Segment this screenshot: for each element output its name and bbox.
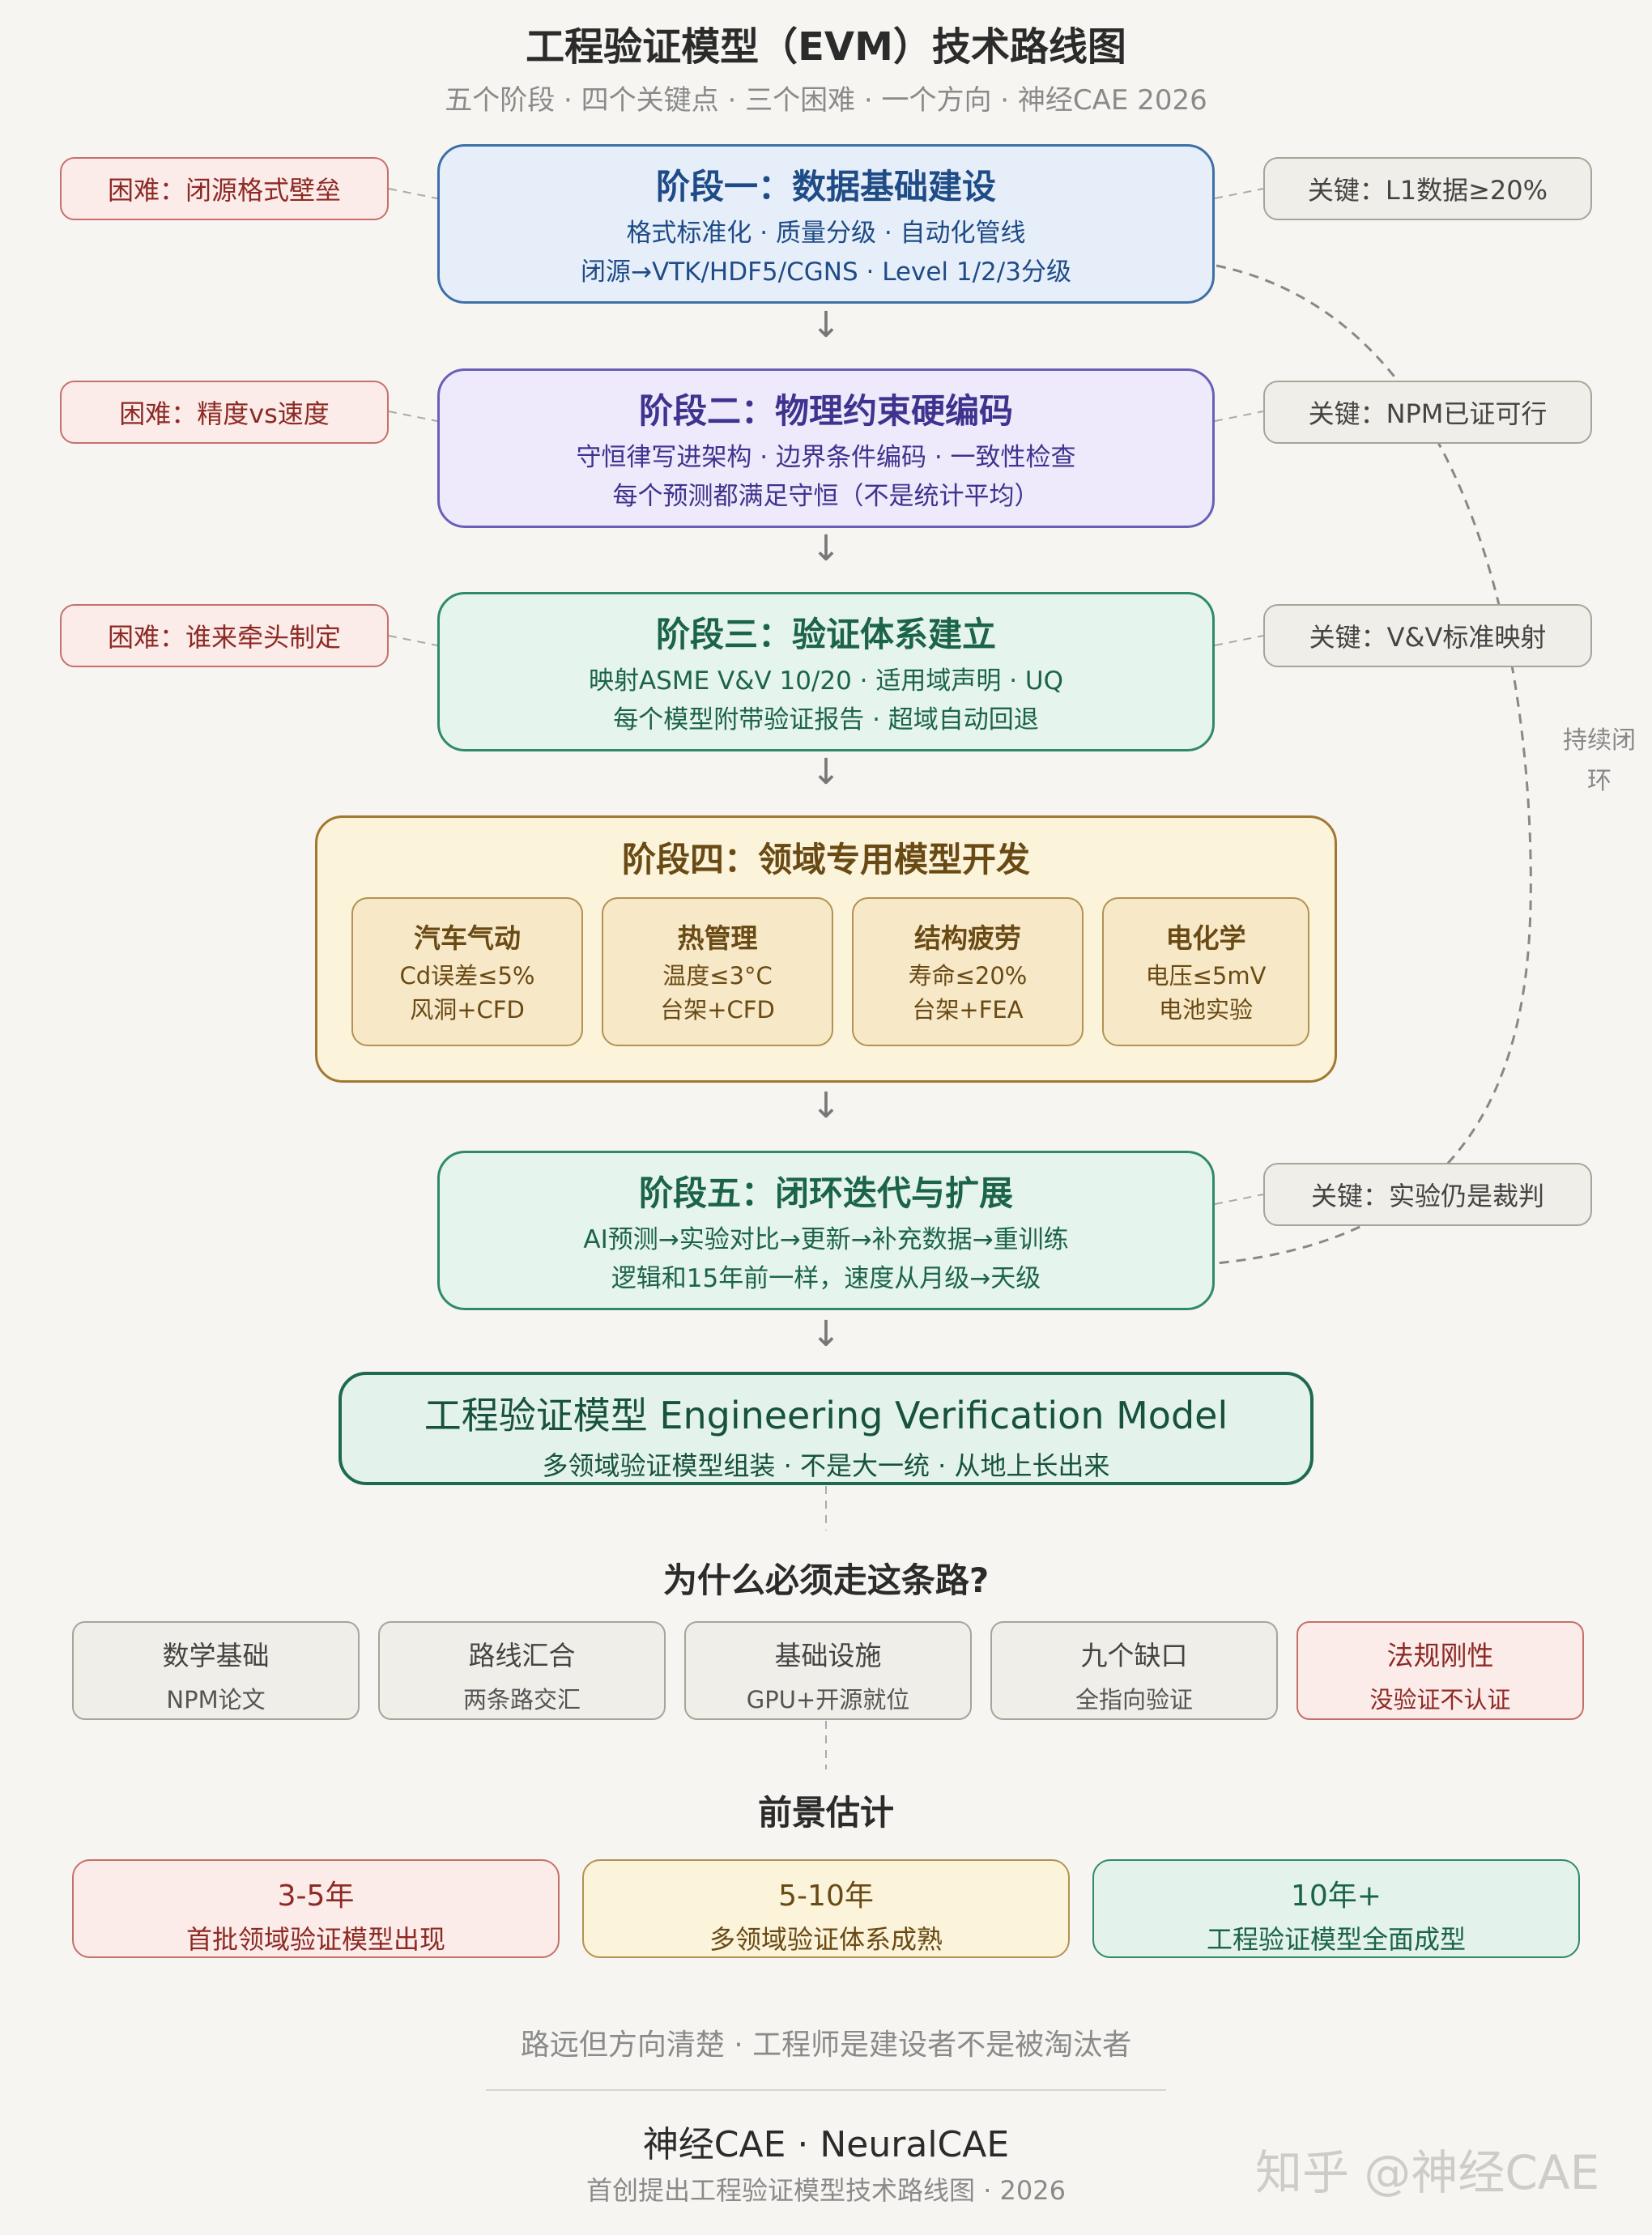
- evm-box: 工程验证模型 Engineering Verification Model 多领…: [338, 1372, 1314, 1485]
- stage-3-line-1: 映射ASME V&V 10/20 · 适用域声明 · UQ: [588, 666, 1064, 696]
- why-card-5: 法规刚性 没验证不认证: [1296, 1621, 1584, 1720]
- stage-4-title: 阶段四：领域专用模型开发: [621, 840, 1030, 879]
- domain-card-3: 结构疲劳 寿命≤20% 台架+FEA: [852, 897, 1084, 1046]
- loop-label: 持续闭环: [1563, 726, 1636, 795]
- why-section-title: 为什么必须走这条路?: [662, 1560, 990, 1600]
- stage-5-line-2: 逻辑和15年前一样，速度从月级→天级: [611, 1264, 1041, 1293]
- stage-3-line-2: 每个模型附带验证报告 · 超域自动回退: [613, 705, 1039, 734]
- page-title: 工程验证模型（EVM）技术路线图: [526, 24, 1126, 70]
- footer-brand: 神经CAE · NeuralCAE: [642, 2124, 1010, 2165]
- forecast-card-3: 10年+ 工程验证模型全面成型: [1092, 1859, 1580, 1958]
- stage-3-box: 阶段三：验证体系建立 映射ASME V&V 10/20 · 适用域声明 · UQ…: [437, 592, 1215, 751]
- why-card-2: 路线汇合 两条路交汇: [378, 1621, 666, 1720]
- why-card-1: 数学基础 NPM论文: [72, 1621, 360, 1720]
- domain-card-4: 电化学 电压≤5mV 电池实验: [1102, 897, 1309, 1046]
- why-card-desc: 两条路交汇: [462, 1686, 581, 1714]
- difficulty-tag-1: 困难：闭源格式壁垒: [60, 157, 389, 220]
- stage-1-line-1: 格式标准化 · 质量分级 · 自动化管线: [626, 219, 1026, 248]
- arrow-down-icon: ↓: [811, 528, 841, 569]
- arrow-down-icon: ↓: [811, 1085, 841, 1126]
- stage-5-box: 阶段五：闭环迭代与扩展 AI预测→实验对比→更新→补充数据→重训练 逻辑和15年…: [437, 1151, 1215, 1310]
- domain-metric: 温度≤3°C: [662, 962, 773, 990]
- forecast-period: 10年+: [1291, 1880, 1382, 1913]
- stage-1-title: 阶段一：数据基础建设: [655, 167, 996, 206]
- arrow-down-icon: ↓: [811, 1313, 841, 1355]
- domain-name: 结构疲劳: [914, 922, 1021, 954]
- domain-name: 电化学: [1165, 922, 1246, 954]
- domain-validation: 电池实验: [1158, 996, 1253, 1024]
- why-card-desc: 没验证不认证: [1369, 1686, 1511, 1714]
- evm-subtitle: 多领域验证模型组装 · 不是大一统 · 从地上长出来: [542, 1450, 1110, 1481]
- domain-name: 汽车气动: [414, 922, 521, 954]
- evm-title: 工程验证模型 Engineering Verification Model: [424, 1394, 1228, 1437]
- forecast-period: 3-5年: [277, 1880, 355, 1913]
- stage-5-title: 阶段五：闭环迭代与扩展: [638, 1173, 1013, 1213]
- stage-1-box: 阶段一：数据基础建设 格式标准化 · 质量分级 · 自动化管线 闭源→VTK/H…: [437, 144, 1215, 304]
- domain-validation: 风洞+CFD: [410, 996, 525, 1024]
- footer-divider: [486, 2089, 1166, 2091]
- why-card-4: 九个缺口 全指向验证: [990, 1621, 1278, 1720]
- why-card-desc: GPU+开源就位: [746, 1686, 910, 1714]
- domain-validation: 台架+CFD: [660, 996, 775, 1024]
- stage-2-line-2: 每个预测都满足守恒（不是统计平均）: [612, 482, 1040, 511]
- why-card-title: 九个缺口: [1080, 1640, 1188, 1671]
- why-card-title: 数学基础: [162, 1640, 270, 1671]
- why-card-title: 路线汇合: [468, 1640, 576, 1671]
- domain-metric: 电压≤5mV: [1145, 962, 1267, 990]
- forecast-card-1: 3-5年 首批领域验证模型出现: [72, 1859, 560, 1958]
- forecast-desc: 首批领域验证模型出现: [185, 1924, 445, 1955]
- stage-3-title: 阶段三：验证体系建立: [655, 615, 996, 654]
- stage-2-line-1: 守恒律写进架构 · 边界条件编码 · 一致性检查: [576, 443, 1076, 472]
- why-card-desc: NPM论文: [166, 1686, 266, 1714]
- page-subtitle: 五个阶段 · 四个关键点 · 三个困难 · 一个方向 · 神经CAE 2026: [445, 84, 1207, 117]
- why-card-title: 基础设施: [774, 1640, 882, 1671]
- key-tag-3: 关键：V&V标准映射: [1263, 604, 1592, 667]
- why-card-title: 法规刚性: [1386, 1640, 1494, 1671]
- difficulty-tag-2: 困难：精度vs速度: [60, 381, 389, 444]
- domain-card-1: 汽车气动 Cd误差≤5% 风洞+CFD: [351, 897, 583, 1046]
- footer-motto: 路远但方向清楚 · 工程师是建设者不是被淘汰者: [520, 2029, 1132, 2062]
- stage-2-box: 阶段二：物理约束硬编码 守恒律写进架构 · 边界条件编码 · 一致性检查 每个预…: [437, 368, 1215, 528]
- arrow-down-icon: ↓: [811, 751, 841, 793]
- footer-note: 首创提出工程验证模型技术路线图 · 2026: [586, 2175, 1066, 2206]
- domain-validation: 台架+FEA: [912, 996, 1024, 1024]
- forecast-desc: 多领域验证体系成熟: [709, 1924, 943, 1955]
- stage-5-line-1: AI预测→实验对比→更新→补充数据→重训练: [583, 1225, 1069, 1254]
- why-card-desc: 全指向验证: [1075, 1686, 1193, 1714]
- key-tag-1: 关键：L1数据≥20%: [1263, 157, 1592, 220]
- why-card-3: 基础设施 GPU+开源就位: [684, 1621, 972, 1720]
- difficulty-tag-3: 困难：谁来牵头制定: [60, 604, 389, 667]
- forecast-desc: 工程验证模型全面成型: [1206, 1924, 1466, 1955]
- forecast-period: 5-10年: [778, 1880, 874, 1913]
- stage-1-line-2: 闭源→VTK/HDF5/CGNS · Level 1/2/3分级: [581, 258, 1071, 287]
- stage-2-title: 阶段二：物理约束硬编码: [638, 391, 1013, 431]
- watermark: 知乎 @神经CAE: [1255, 2145, 1600, 2200]
- domain-name: 热管理: [677, 922, 758, 954]
- domain-card-2: 热管理 温度≤3°C 台架+CFD: [602, 897, 833, 1046]
- key-tag-4: 关键：实验仍是裁判: [1263, 1163, 1592, 1226]
- forecast-card-2: 5-10年 多领域验证体系成熟: [582, 1859, 1070, 1958]
- domain-metric: Cd误差≤5%: [399, 962, 535, 990]
- domain-metric: 寿命≤20%: [908, 962, 1028, 990]
- key-tag-2: 关键：NPM已证可行: [1263, 381, 1592, 444]
- forecast-section-title: 前景估计: [757, 1793, 894, 1833]
- arrow-down-icon: ↓: [811, 304, 841, 346]
